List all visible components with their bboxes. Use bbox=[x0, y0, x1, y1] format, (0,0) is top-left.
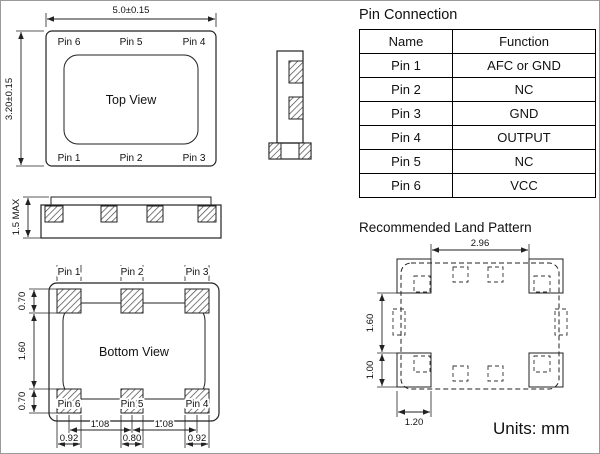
top-view-pin1-label: Pin 1 bbox=[58, 153, 81, 164]
bottom-view-pin1-label: Pin 1 bbox=[58, 267, 81, 278]
header-name: Name bbox=[359, 29, 453, 54]
bottom-view-pin2-label: Pin 2 bbox=[121, 267, 144, 278]
bottom-view-pitch-dimensions: 1.08 1.08 bbox=[68, 415, 198, 434]
land-pattern-top-dimension: 2.96 bbox=[430, 236, 530, 259]
table-row: Pin 2 NC bbox=[359, 77, 596, 102]
pin-function-cell: NC bbox=[452, 149, 596, 174]
land-pattern-drawing: 2.96 bbox=[363, 236, 568, 430]
bottom-view-top-extension-lines bbox=[56, 265, 210, 281]
pin-function-cell: NC bbox=[452, 77, 596, 102]
side-view-lid bbox=[50, 196, 212, 206]
table-row: Pin 6 VCC bbox=[359, 173, 596, 198]
bottom-view-dim-070-bottom: 0.70 bbox=[17, 392, 28, 411]
land-pattern-dim-160: 1.60 bbox=[365, 314, 376, 333]
bottom-view-pin6-label: Pin 6 bbox=[58, 399, 81, 410]
bottom-view-pin5-label: Pin 5 bbox=[121, 399, 144, 410]
land-pattern-center-pad-marks bbox=[452, 266, 504, 382]
pin-function-cell: GND bbox=[452, 101, 596, 126]
top-view-width-dimension: 5.0±0.15 bbox=[45, 3, 217, 27]
side-view-castellation-pads bbox=[44, 205, 217, 223]
top-view-height-dimension: 3.20±0.15 bbox=[2, 30, 44, 167]
table-row: Pin 3 GND bbox=[359, 101, 596, 126]
pin-function-cell: AFC or GND bbox=[452, 53, 596, 78]
land-pattern-dim-296: 2.96 bbox=[471, 238, 490, 249]
top-view-pin3-label: Pin 3 bbox=[183, 153, 206, 164]
table-row: Pin 1 AFC or GND bbox=[359, 53, 596, 78]
bottom-view-dim-160: 1.60 bbox=[17, 342, 28, 361]
top-view-height-dim-label: 3.20±0.15 bbox=[4, 78, 15, 120]
pin-connection-title: Pin Connection bbox=[359, 7, 458, 23]
land-pattern-package-outline bbox=[400, 262, 560, 390]
top-view-pin6-label: Pin 6 bbox=[58, 37, 81, 48]
header-function: Function bbox=[452, 29, 596, 54]
land-pattern-corner-pad-marks bbox=[413, 275, 551, 373]
bottom-view-dim-080: 0.80 bbox=[123, 433, 142, 444]
top-view-width-dim-label: 5.0±0.15 bbox=[113, 5, 150, 16]
short-side-pads bbox=[288, 60, 304, 120]
land-pattern-dim-120: 1.20 bbox=[405, 417, 424, 428]
bottom-view-package-outline bbox=[48, 282, 220, 422]
short-side-base-pads bbox=[268, 142, 312, 160]
pin-name-cell: Pin 3 bbox=[359, 101, 453, 126]
top-view-lid-outline bbox=[63, 54, 199, 145]
bottom-view-width-dimensions: 0.92 0.80 0.92 bbox=[56, 415, 210, 448]
table-row: Pin 4 OUTPUT bbox=[359, 125, 596, 150]
table-row: Pin 5 NC bbox=[359, 149, 596, 174]
land-pattern-left-dimensions: 1.60 1.00 bbox=[363, 292, 397, 388]
land-pattern-dim-100: 1.00 bbox=[365, 361, 376, 380]
top-view-drawing: 5.0±0.15 3.20±0.15 Top View Pin 6 Pin 5 … bbox=[2, 3, 217, 167]
pin-function-cell: OUTPUT bbox=[452, 125, 596, 150]
side-view-body bbox=[40, 204, 222, 239]
bottom-view-pin4-label: Pin 4 bbox=[186, 399, 209, 410]
pin-function-cell: VCC bbox=[452, 173, 596, 198]
bottom-view-drawing: Pin 1 Pin 2 Pin 3 Bottom View bbox=[15, 265, 220, 448]
bottom-view-pads bbox=[56, 288, 210, 414]
top-view-pin5-label: Pin 5 bbox=[120, 37, 143, 48]
top-view-pin4-label: Pin 4 bbox=[183, 37, 206, 48]
units-label: Units: mm bbox=[493, 419, 570, 438]
bottom-view-dim-108-left: 1.08 bbox=[91, 419, 110, 430]
bottom-view-dim-108-right: 1.08 bbox=[155, 419, 174, 430]
land-pattern-corner-pads bbox=[396, 258, 564, 388]
pin-name-cell: Pin 2 bbox=[359, 77, 453, 102]
pin-name-cell: Pin 5 bbox=[359, 149, 453, 174]
pin-name-cell: Pin 1 bbox=[359, 53, 453, 78]
bottom-view-left-dimensions: 0.70 1.60 0.70 bbox=[15, 288, 57, 414]
top-view-pin2-label: Pin 2 bbox=[120, 153, 143, 164]
bottom-view-dim-070-top: 0.70 bbox=[17, 292, 28, 311]
top-view-label: Top View bbox=[106, 93, 157, 107]
pin-name-cell: Pin 4 bbox=[359, 125, 453, 150]
bottom-view-pin3-label: Pin 3 bbox=[186, 267, 209, 278]
land-pattern-bottom-dimension: 1.20 bbox=[396, 391, 432, 430]
pin-connection-table: Name Function Pin 1 AFC or GND Pin 2 NC … bbox=[359, 29, 596, 198]
side-view-height-dim-label: 1.5 MAX bbox=[11, 198, 22, 235]
land-pattern-side-marks bbox=[392, 308, 568, 336]
bottom-view-dim-092-left: 0.92 bbox=[60, 433, 79, 444]
bottom-view-label: Bottom View bbox=[99, 345, 170, 359]
bottom-view-dim-092-right: 0.92 bbox=[188, 433, 207, 444]
top-view-package-outline bbox=[45, 30, 217, 167]
side-view-front-drawing: 1.5 MAX bbox=[9, 196, 222, 239]
table-header-row: Name Function bbox=[359, 29, 596, 54]
side-view-height-dimension: 1.5 MAX bbox=[9, 196, 49, 239]
pin-name-cell: Pin 6 bbox=[359, 173, 453, 198]
side-view-short-drawing bbox=[268, 50, 312, 160]
land-pattern-title: Recommended Land Pattern bbox=[359, 220, 532, 235]
